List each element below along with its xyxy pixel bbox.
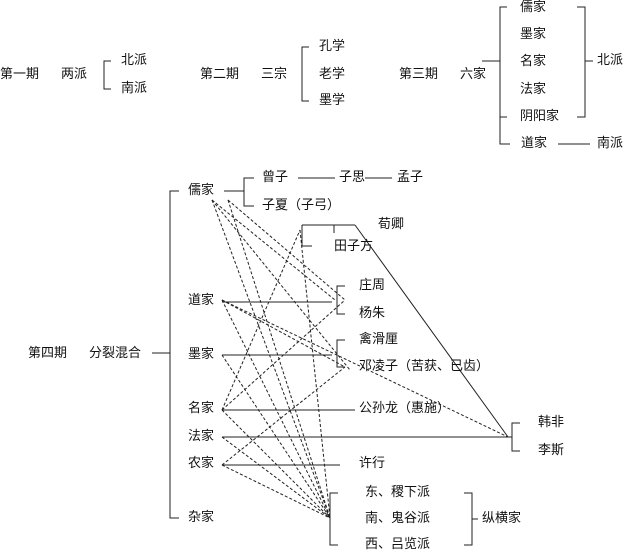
period-4-sub: 分裂混合 xyxy=(89,346,142,361)
period-2-label: 第二期 xyxy=(200,67,240,82)
p1-item-north: 北派 xyxy=(121,53,148,68)
zongheng-west: 西、吕览派 xyxy=(365,537,431,552)
period-1-label: 第一期 xyxy=(0,67,40,82)
p3-item-mingjia: 名家 xyxy=(520,54,547,69)
figure-tianzifang: 田子方 xyxy=(334,239,374,254)
figure-zhuangzhou: 庄周 xyxy=(359,278,386,293)
zongheng-label: 纵横家 xyxy=(482,511,522,526)
period-4-label: 第四期 xyxy=(28,346,68,361)
figure-gongsunlong: 公孙龙（惠施） xyxy=(359,401,451,416)
p3-item-mojia: 墨家 xyxy=(520,27,547,42)
zongheng-east: 东、稷下派 xyxy=(365,485,431,500)
figure-hanfei: 韩非 xyxy=(538,415,565,430)
figure-xunqing: 荀卿 xyxy=(378,217,405,232)
figure-lisi: 李斯 xyxy=(538,443,565,458)
p3-daojia: 道家 xyxy=(521,136,548,151)
p2-item-kongxue: 孔学 xyxy=(319,39,346,54)
figure-yangzhu: 杨朱 xyxy=(359,306,386,321)
period-2-sub: 三宗 xyxy=(261,67,288,82)
figure-zisi: 子思 xyxy=(339,170,366,185)
figure-mengzi: 孟子 xyxy=(397,170,424,185)
figure-denglingzi: 邓凌子（苦获、已齿） xyxy=(359,359,490,374)
p3-north-label: 北派 xyxy=(597,53,624,68)
school-fajia: 法家 xyxy=(188,429,215,444)
zongheng-south: 南、鬼谷派 xyxy=(365,511,431,526)
p3-item-yinyangjia: 阴阳家 xyxy=(520,109,560,124)
p2-item-moxue: 墨学 xyxy=(319,93,346,108)
p3-item-fajia: 法家 xyxy=(520,82,547,97)
figure-qinhuali: 禽滑厘 xyxy=(359,332,399,347)
school-daojia: 道家 xyxy=(188,293,215,308)
period-1-sub: 两派 xyxy=(61,67,88,82)
figure-zixia: 子夏（子弓） xyxy=(262,198,341,213)
p3-south-label: 南派 xyxy=(597,136,624,151)
p3-item-rujia: 儒家 xyxy=(520,0,547,15)
school-mingjia: 名家 xyxy=(188,401,215,416)
p2-item-laoxue: 老学 xyxy=(319,67,346,82)
p1-item-south: 南派 xyxy=(121,81,148,96)
period-3-label: 第三期 xyxy=(399,67,439,82)
school-rujia: 儒家 xyxy=(188,183,215,198)
school-mojia: 墨家 xyxy=(188,347,215,362)
school-zajia: 杂家 xyxy=(188,510,215,525)
figure-zengzi: 曾子 xyxy=(262,170,289,185)
period-3-sub: 六家 xyxy=(460,67,487,82)
school-nongjia: 农家 xyxy=(188,456,215,471)
figure-xuxing: 许行 xyxy=(359,456,386,471)
